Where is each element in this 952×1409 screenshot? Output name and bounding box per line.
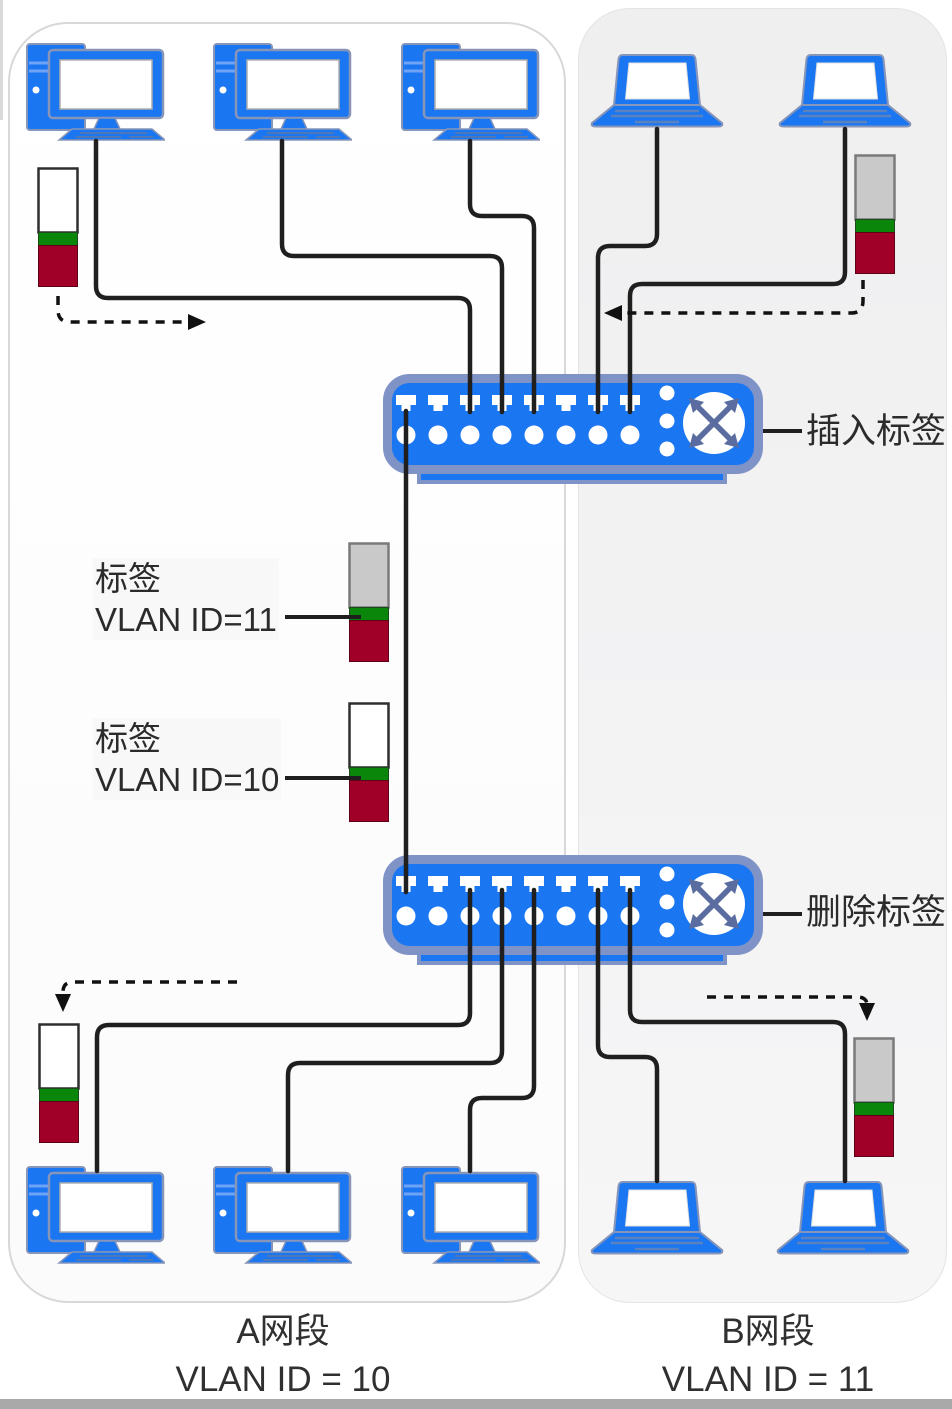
segment-b-vlan-label: VLAN ID = 11	[661, 1360, 875, 1399]
cable	[94, 887, 473, 1174]
arrowhead-down	[859, 1003, 875, 1021]
delete-tag-label: 删除标签	[806, 893, 947, 932]
flow-arrow-dashed	[56, 296, 188, 324]
cable	[627, 887, 848, 1184]
flow-arrow-dashed	[61, 980, 237, 993]
window-left-edge	[0, 0, 3, 120]
flow-arrow-dashed	[707, 995, 869, 1006]
arrowhead-right	[188, 314, 206, 330]
tag-vlan11-note: 标签 VLAN ID=11	[93, 558, 279, 640]
arrowhead-down	[55, 994, 71, 1012]
cable	[467, 138, 537, 415]
segment-b-name: B网段	[721, 1312, 815, 1351]
arrowhead-left	[604, 305, 622, 321]
cable	[627, 126, 848, 415]
tag-vlan11-note-line1: 标签	[95, 560, 161, 597]
window-bottom-edge	[0, 1399, 952, 1409]
cable	[595, 126, 660, 415]
segment-a-vlan-label: VLAN ID = 10	[175, 1360, 391, 1399]
tag-vlan10-note: 标签 VLAN ID=10	[93, 718, 281, 800]
cable	[285, 887, 505, 1174]
cable	[467, 887, 537, 1174]
tag-vlan10-note-line2: VLAN ID=10	[95, 761, 280, 798]
cable	[279, 138, 505, 415]
tag-vlan10-note-line1: 标签	[95, 720, 161, 757]
cable	[93, 138, 473, 415]
flow-arrow-dashed	[622, 280, 865, 315]
insert-tag-label: 插入标签	[806, 412, 947, 451]
cable	[595, 887, 660, 1184]
segment-a-name: A网段	[236, 1312, 330, 1351]
tag-vlan11-note-line2: VLAN ID=11	[95, 601, 277, 638]
